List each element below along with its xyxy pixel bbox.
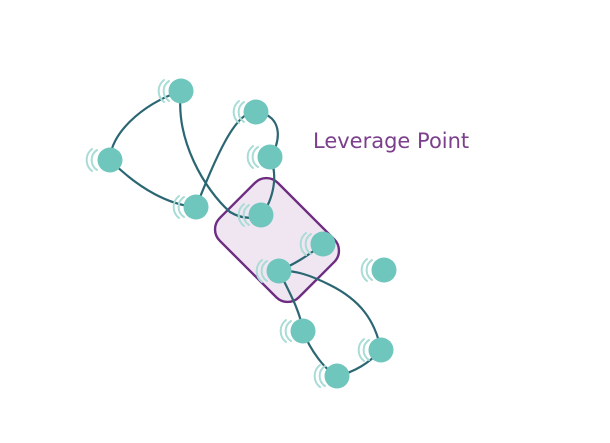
edge bbox=[179, 89, 232, 214]
node bbox=[310, 231, 336, 257]
node bbox=[243, 99, 269, 125]
node bbox=[168, 78, 194, 104]
edge bbox=[277, 269, 383, 352]
motion-marks-icon bbox=[157, 79, 170, 103]
node bbox=[248, 202, 274, 228]
node bbox=[371, 257, 397, 283]
motion-marks-icon bbox=[313, 364, 326, 388]
motion-marks-icon bbox=[85, 148, 98, 172]
motion-marks-icon bbox=[237, 203, 250, 227]
edge bbox=[108, 158, 198, 209]
motion-marks-icon bbox=[357, 338, 370, 362]
motion-marks-icon bbox=[172, 195, 185, 219]
edge bbox=[108, 89, 183, 162]
node bbox=[257, 144, 283, 170]
node bbox=[324, 363, 350, 389]
motion-marks-icon bbox=[360, 258, 373, 282]
leverage-point-label: Leverage Point bbox=[313, 129, 469, 153]
motion-marks-icon bbox=[255, 259, 268, 283]
motion-marks-icon bbox=[299, 232, 312, 256]
node bbox=[368, 337, 394, 363]
motion-marks-icon bbox=[232, 100, 245, 124]
node bbox=[290, 318, 316, 344]
motion-marks-icon bbox=[246, 145, 259, 169]
node bbox=[183, 194, 209, 220]
node bbox=[266, 258, 292, 284]
motion-marks-icon bbox=[279, 319, 292, 343]
node bbox=[97, 147, 123, 173]
